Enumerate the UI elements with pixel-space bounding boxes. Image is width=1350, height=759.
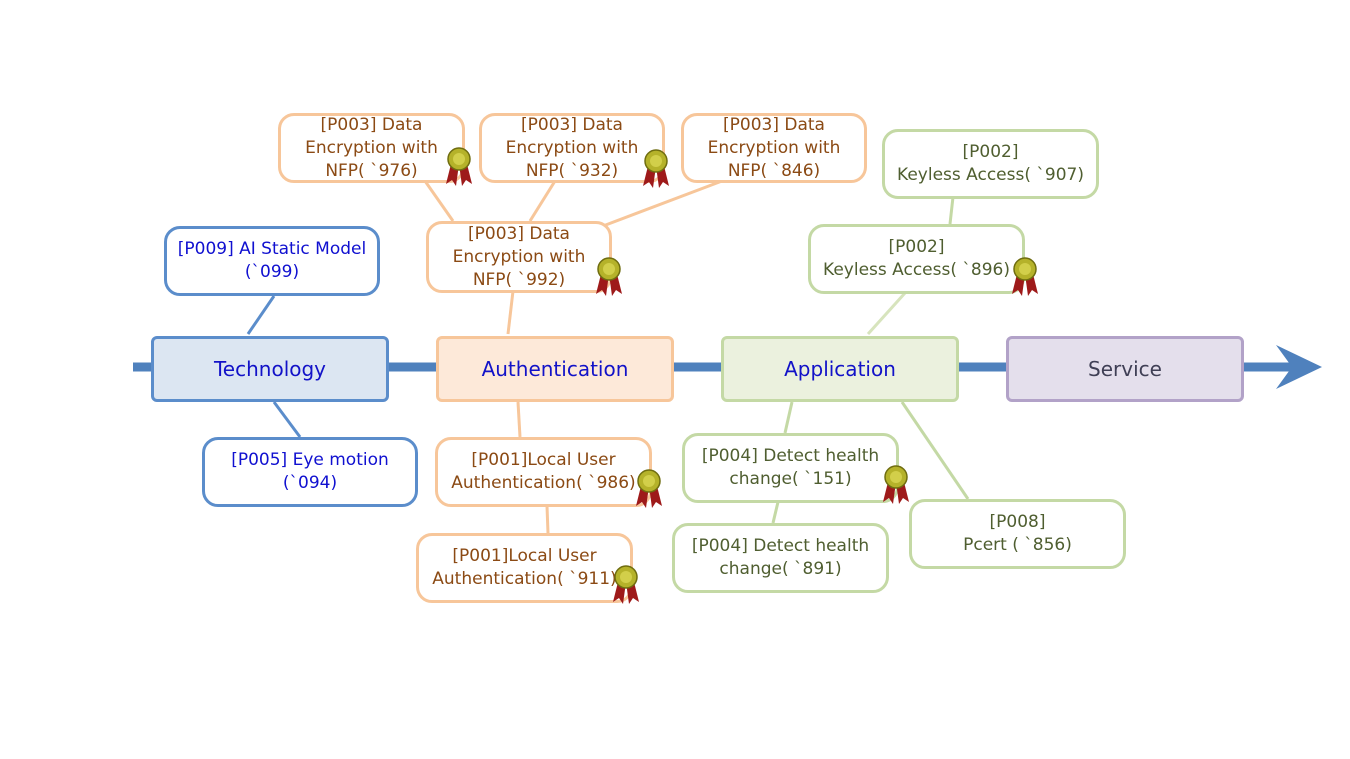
connector-line: [900, 401, 970, 500]
award-ribbon-icon: [636, 469, 662, 508]
category-application: Application: [721, 336, 959, 402]
connector-line: [506, 290, 515, 335]
connector-line: [272, 401, 302, 438]
connector-line: [602, 179, 723, 228]
patent-node-p004-891: [P004] Detect health change( `891): [672, 523, 889, 593]
connector-line: [528, 180, 557, 222]
patent-node-p004-151: [P004] Detect health change( `151): [682, 433, 899, 503]
connector-line: [545, 505, 550, 534]
connector-line: [948, 196, 955, 225]
connector-line: [783, 401, 794, 434]
award-ribbon-icon: [1012, 257, 1038, 296]
patent-node-p003-932: [P003] Data Encryption with NFP( `932): [479, 113, 665, 183]
patent-node-p003-846: [P003] Data Encryption with NFP( `846): [681, 113, 867, 183]
award-ribbon-icon: [643, 149, 669, 188]
patent-node-p003-976: [P003] Data Encryption with NFP( `976): [278, 113, 465, 183]
award-ribbon-icon: [613, 565, 639, 604]
arrow-right-icon: [1276, 345, 1322, 389]
patent-node-p009-099: [P009] AI Static Model (`099): [164, 226, 380, 296]
award-ribbon-icon: [446, 147, 472, 186]
category-service: Service: [1006, 336, 1244, 402]
patent-node-p008-856: [P008] Pcert ( `856): [909, 499, 1126, 569]
connector-line: [866, 291, 907, 336]
patent-node-p002-896: [P002] Keyless Access( `896): [808, 224, 1025, 294]
connector-line: [423, 180, 455, 222]
connector-line: [516, 401, 522, 438]
patent-node-p002-907: [P002] Keyless Access( `907): [882, 129, 1099, 199]
award-ribbon-icon: [883, 465, 909, 504]
award-ribbon-icon: [596, 257, 622, 296]
category-authentication: Authentication: [436, 336, 674, 402]
patent-node-p001-911: [P001]Local User Authentication( `911): [416, 533, 633, 603]
connector-line: [771, 501, 780, 524]
patent-node-p001-986: [P001]Local User Authentication( `986): [435, 437, 652, 507]
patent-node-p005-094: [P005] Eye motion (`094): [202, 437, 418, 507]
connector-line: [246, 295, 276, 335]
category-technology: Technology: [151, 336, 389, 402]
patent-node-p003-992: [P003] Data Encryption with NFP( `992): [426, 221, 612, 293]
